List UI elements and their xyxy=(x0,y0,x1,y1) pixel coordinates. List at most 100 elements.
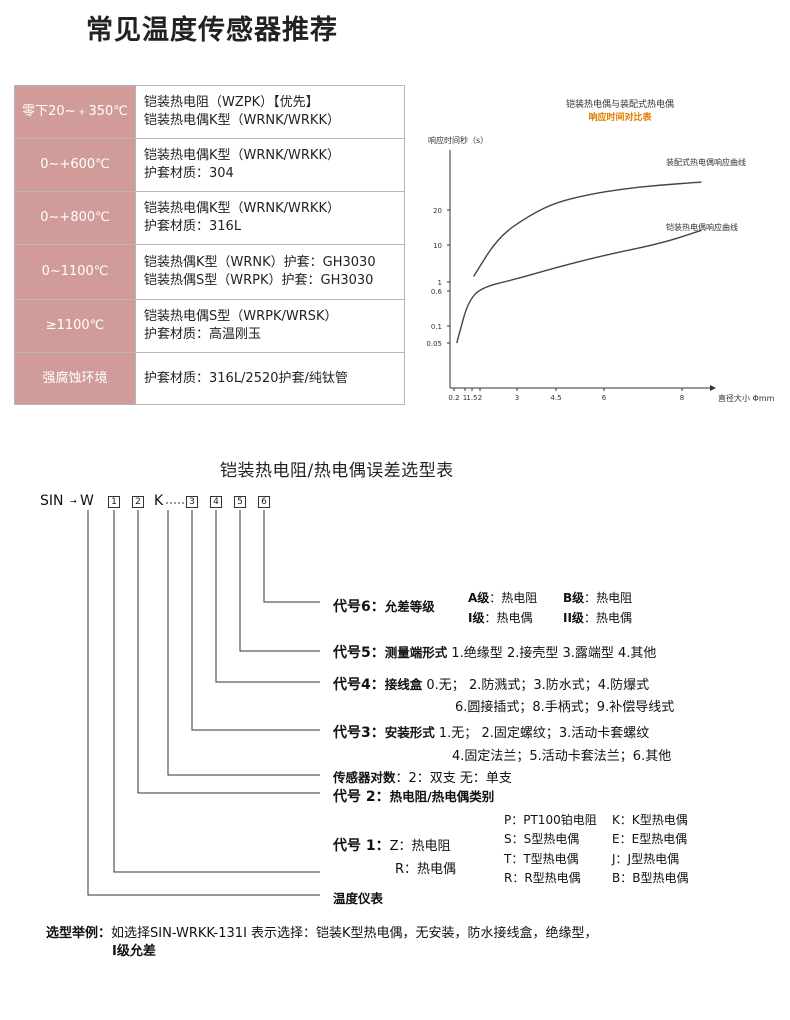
code3-label: 代号3： xyxy=(333,725,385,741)
chart-title: 铠装热电偶与装配式热电偶 xyxy=(566,98,674,110)
series-label-armored: 铠装热电偶响应曲线 xyxy=(666,222,738,232)
table-row: 0~+600℃ 铠装热电偶K型（WRNK/WRKK） 护套材质：304 xyxy=(14,138,405,192)
code5-name: 测量端形式 xyxy=(384,645,448,660)
desc-cell: 铠装热偶K型（WRNK）护套：GH3030 铠装热偶S型（WRPK）护套：GH3… xyxy=(135,244,405,300)
table-row: 0~+800℃ 铠装热电偶K型（WRNK/WRKK） 护套材质：316L xyxy=(14,191,405,245)
range-cell: 0~+800℃ xyxy=(14,191,136,245)
desc-line: 铠装热电偶K型（WRNK/WRKK） xyxy=(144,113,340,128)
desc-line: 铠装热电偶S型（WRPK/WRSK） xyxy=(144,309,338,324)
range-cell: 强腐蚀环境 xyxy=(14,352,136,405)
x-tick-label: 2 xyxy=(478,394,482,402)
table-row: 强腐蚀环境 护套材质：316L/2520护套/纯钛管 xyxy=(14,352,405,405)
example-text: 如选择SIN-WRKK-131I 表示选择：铠装K型热电偶，无安装，防水接线盒，… xyxy=(111,926,598,941)
chart-subtitle: 响应时间对比表 xyxy=(588,111,652,123)
example-label: 选型举例： xyxy=(46,926,112,941)
code6-ii-key: II级 xyxy=(563,611,584,625)
code-box-4: 4 xyxy=(210,496,222,508)
x-tick-label: 6 xyxy=(602,394,607,402)
y-axis-label: 响应时间秒（s） xyxy=(428,135,488,145)
selection-example: 选型举例：如选择SIN-WRKK-131I 表示选择：铠装K型热电偶，无安装，防… xyxy=(46,925,598,961)
code5-label: 代号5： xyxy=(333,645,385,661)
desc-cell: 护套材质：316L/2520护套/纯钛管 xyxy=(135,352,405,405)
x-axis-label: 直径大小 Φmm xyxy=(718,393,775,403)
series-label-assembled: 装配式热电偶响应曲线 xyxy=(666,157,746,167)
code1-row: 代号 1：Z：热电阻 xyxy=(333,835,451,855)
y-tick-label: 20 xyxy=(433,207,442,215)
code3-line1: 1.无； 2.固定螺纹；3.活动卡套螺纹 xyxy=(438,726,650,741)
pairs-row: 传感器对数：2：双支 无：单支 xyxy=(333,767,512,786)
table-row: ≥1100℃ 铠装热电偶S型（WRPK/WRSK） 护套材质：高温刚玉 xyxy=(14,299,405,353)
desc-line: 铠装热电阻（WZPK）【优先】 xyxy=(144,95,319,110)
desc-line: 护套材质：316L xyxy=(144,219,242,234)
category-left: T：T型热电偶 xyxy=(504,852,579,866)
y-tick-label: 1 xyxy=(438,279,442,287)
model-prefix: SIN xyxy=(40,493,64,509)
code3-line2: 4.固定法兰；5.活动卡套法兰；6.其他 xyxy=(452,749,672,764)
x-tick-label: 4.5 xyxy=(550,394,561,402)
desc-line: 护套材质：316L/2520护套/纯钛管 xyxy=(144,370,348,386)
instrument-text: 温度仪表 xyxy=(333,891,384,906)
code6-name: 允差等级 xyxy=(384,599,435,614)
y-tick-label: 0.1 xyxy=(431,323,442,331)
x-tick-label: 0.2 xyxy=(448,394,459,402)
range-cell: ≥1100℃ xyxy=(14,299,136,353)
desc-line: 铠装热电偶K型（WRNK/WRKK） xyxy=(144,201,340,216)
range-cell: 0~1100℃ xyxy=(14,244,136,300)
x-axis-arrow xyxy=(710,385,716,391)
x-tick-label: 3 xyxy=(515,394,519,402)
code6-a-val: ：热电阻 xyxy=(489,591,538,605)
code6-b: B级：热电阻 xyxy=(563,589,632,606)
desc-line: 铠装热电偶K型（WRNK/WRKK） xyxy=(144,148,340,163)
y-tick-label: 0.6 xyxy=(431,288,443,296)
series-lines xyxy=(456,181,703,344)
desc-cell: 铠装热电偶K型（WRNK/WRKK） 护套材质：304 xyxy=(135,138,405,192)
pairs-name: 传感器对数 xyxy=(333,770,396,785)
code6-i-val: ：热电偶 xyxy=(484,611,533,625)
arrow-glyph: → xyxy=(70,497,77,506)
category-left: R：R型热电偶 xyxy=(504,871,581,885)
pairs-text: ：2：双支 无：单支 xyxy=(395,771,512,786)
category-left: P：PT100铂电阻 xyxy=(504,813,597,827)
code5-row: 代号5：测量端形式 1.绝缘型 2.接壳型 3.露端型 4.其他 xyxy=(333,642,656,662)
page-title: 常见温度传感器推荐 xyxy=(86,15,338,46)
code1-label: 代号 1： xyxy=(333,838,390,854)
x-tick-label: 1 xyxy=(463,394,467,402)
temperature-table: 零下20~﹢350℃ 铠装热电阻（WZPK）【优先】 铠装热电偶K型（WRNK/… xyxy=(14,85,405,405)
desc-line: 铠装热偶K型（WRNK）护套：GH3030 xyxy=(144,255,376,270)
y-tick-label: 0.05 xyxy=(426,340,442,348)
code2-name: 热电阻/热电偶类别 xyxy=(389,789,495,804)
x-tick-label: 1.5 xyxy=(466,394,477,402)
code-box-1: 1 xyxy=(108,496,120,508)
table-row: 零下20~﹢350℃ 铠装热电阻（WZPK）【优先】 铠装热电偶K型（WRNK/… xyxy=(14,85,405,139)
model-w: W xyxy=(80,493,94,509)
code5-text: 1.绝缘型 2.接壳型 3.露端型 4.其他 xyxy=(451,646,657,661)
code3-row: 代号3：安装形式 1.无； 2.固定螺纹；3.活动卡套螺纹 xyxy=(333,722,649,742)
model-k: K xyxy=(154,493,164,509)
code1-z: Z：热电阻 xyxy=(389,839,451,854)
desc-line: 护套材质：高温刚玉 xyxy=(144,327,262,342)
category-left: S：S型热电偶 xyxy=(504,832,580,846)
code6-ii: II级：热电偶 xyxy=(563,609,632,626)
response-time-chart: 铠装热电偶与装配式热电偶 响应时间对比表 响应时间秒（s） 直径大小 Φmm 0… xyxy=(426,98,775,403)
instrument-label: 温度仪表 xyxy=(333,888,383,907)
code-box-6: 6 xyxy=(258,496,270,508)
code2-label: 代号 2： xyxy=(333,789,390,805)
code-box-5: 5 xyxy=(234,496,246,508)
code6-b-val: ：热电阻 xyxy=(584,591,633,605)
code4-label: 代号4： xyxy=(333,677,385,693)
code6-ii-val: ：热电偶 xyxy=(583,611,632,625)
code4-row: 代号4：接线盒 0.无； 2.防溅式；3.防水式；4.防爆式 xyxy=(333,674,649,694)
code6-label: 代号6： xyxy=(333,599,385,615)
desc-cell: 铠装热电偶S型（WRPK/WRSK） 护套材质：高温刚玉 xyxy=(135,299,405,353)
example-text2: I级允差 xyxy=(112,944,156,959)
code6-i-key: I级 xyxy=(468,611,485,625)
series-armored-line xyxy=(456,229,702,344)
code2-row: 代号 2：热电阻/热电偶类别 xyxy=(333,786,494,806)
table-row: 0~1100℃ 铠装热偶K型（WRNK）护套：GH3030 铠装热偶S型（WRP… xyxy=(14,244,405,300)
desc-line: 铠装热偶S型（WRPK）护套：GH3030 xyxy=(144,273,374,288)
series-assembled-line xyxy=(473,181,703,277)
category-right: E：E型热电偶 xyxy=(612,832,688,846)
code6-i: I级：热电偶 xyxy=(468,609,532,626)
code6-b-key: B级 xyxy=(563,591,585,605)
